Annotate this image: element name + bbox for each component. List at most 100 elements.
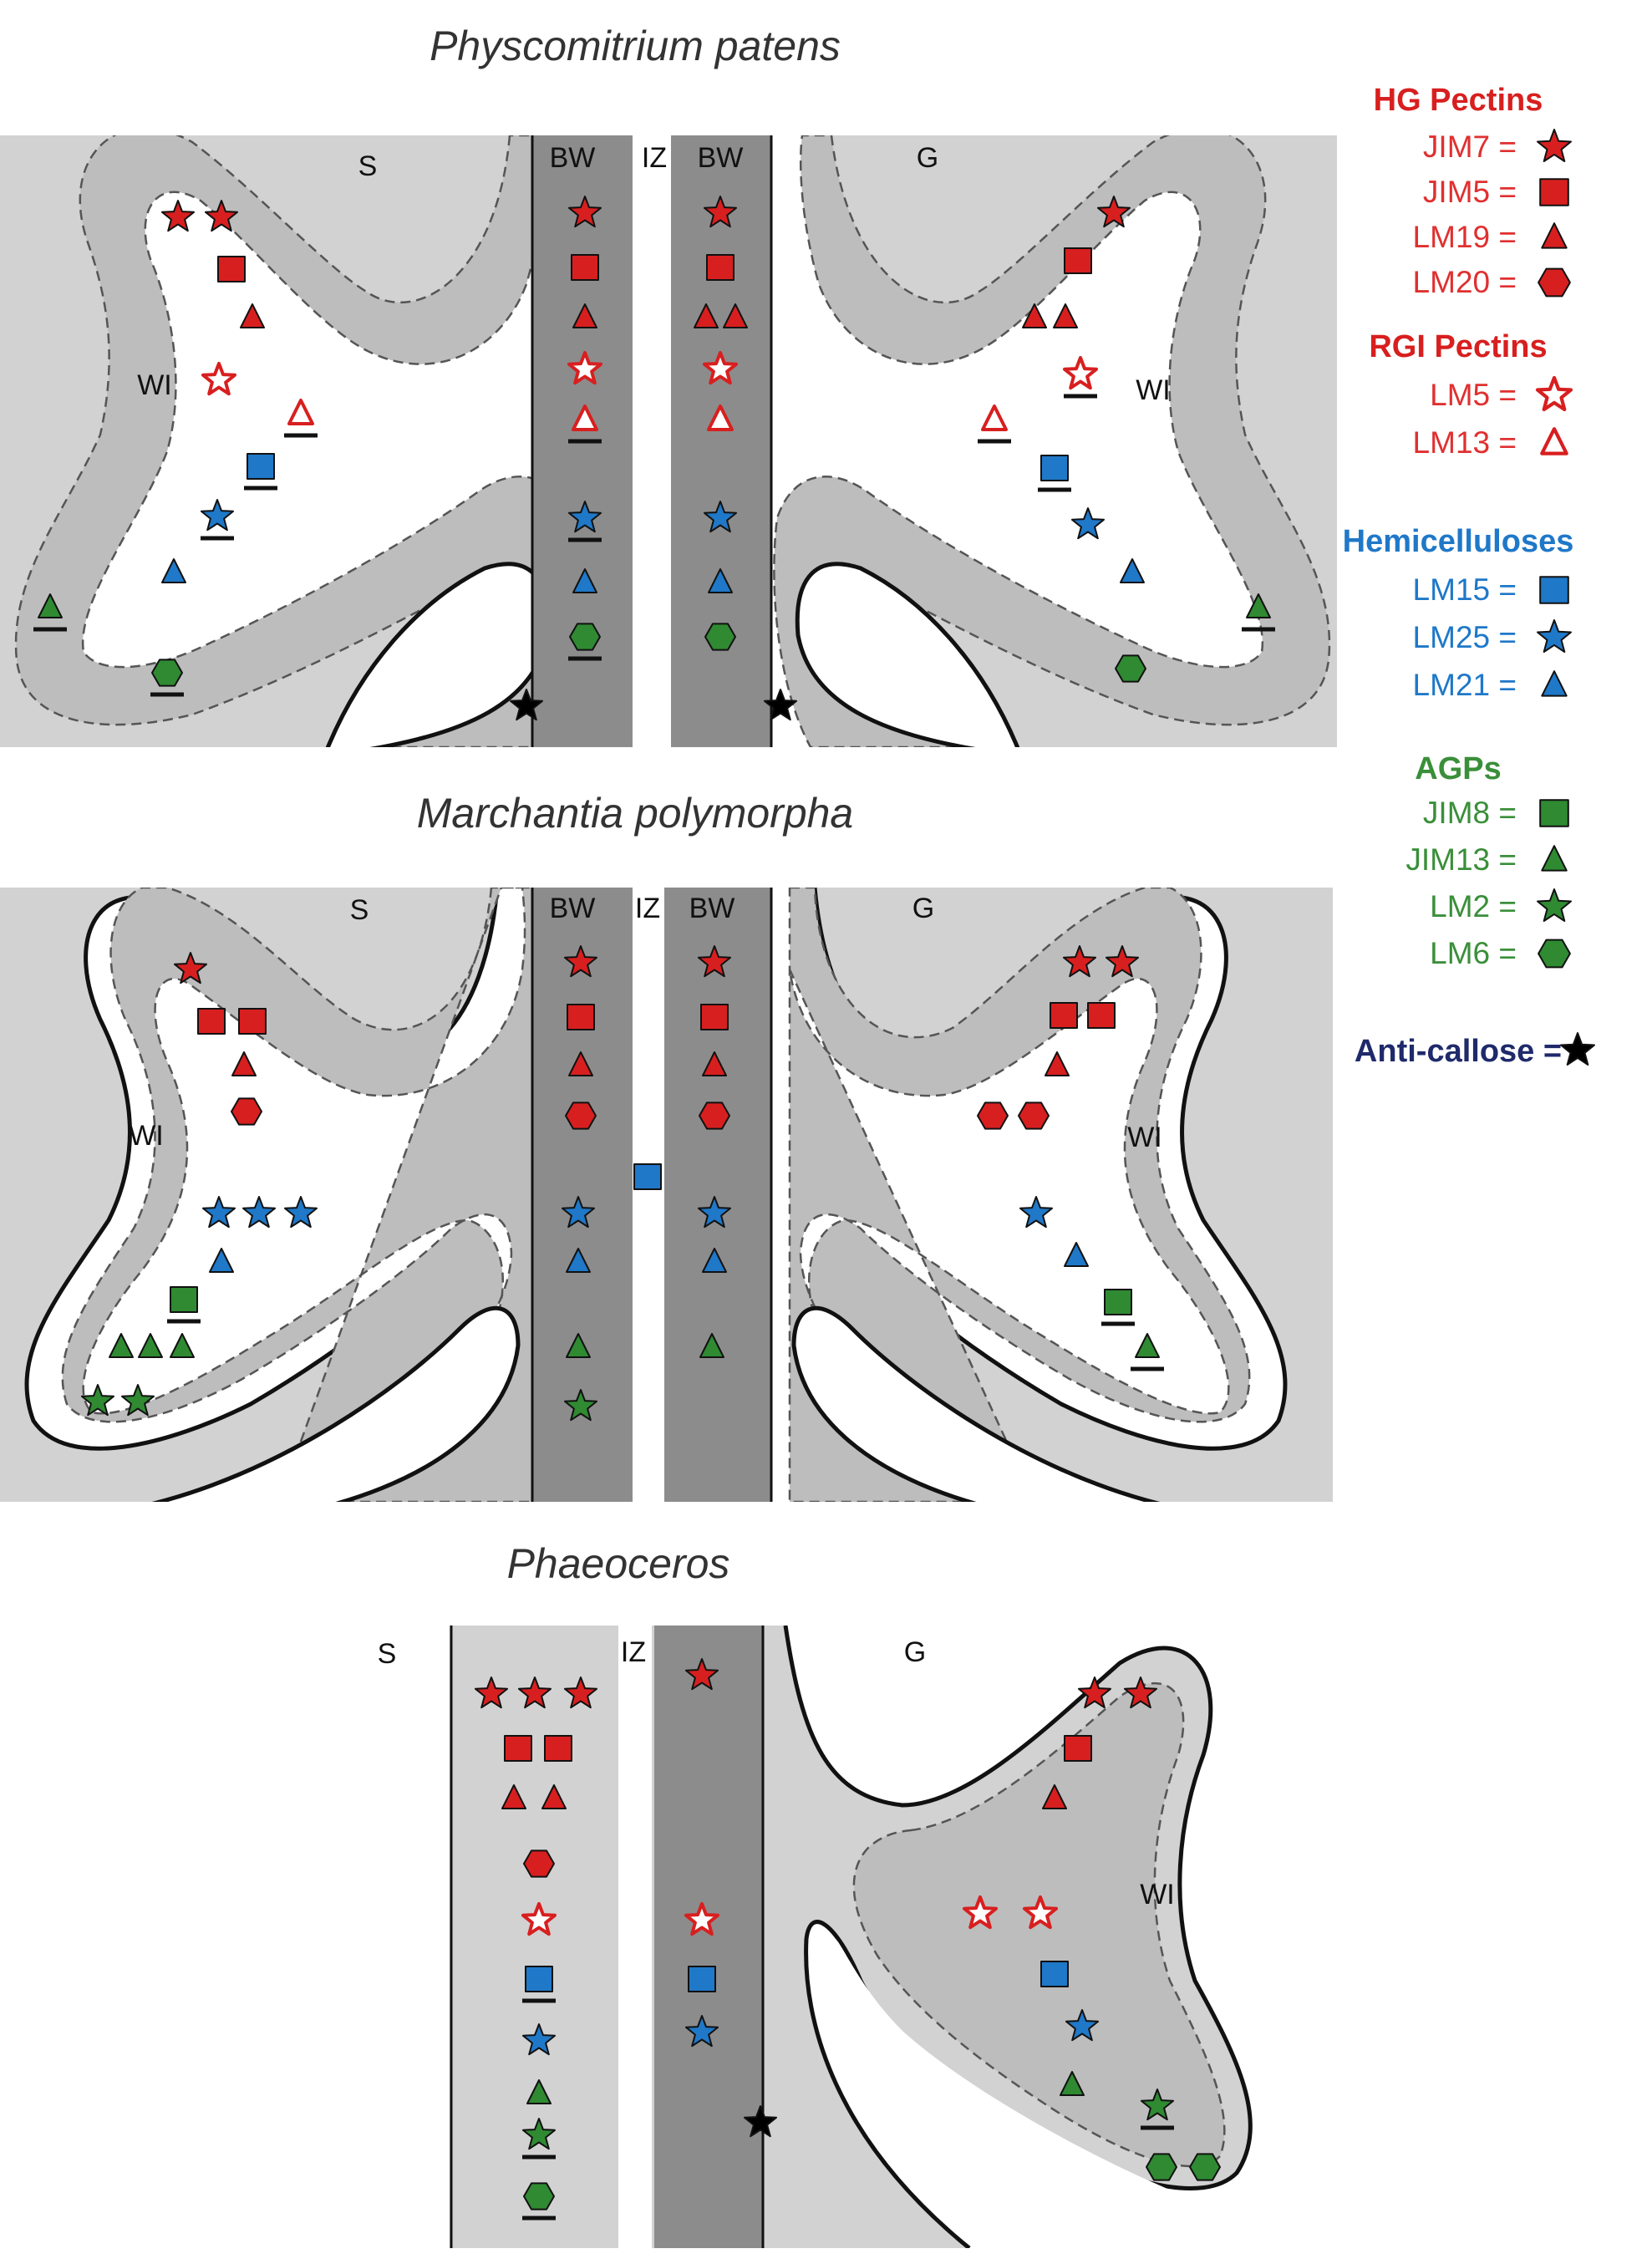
blue-triangle-marker <box>1064 1242 1089 1267</box>
red-square-marker <box>706 254 735 281</box>
blue-star-marker <box>1071 507 1105 540</box>
blue-star-marker <box>685 2015 719 2048</box>
green-triangle-marker <box>566 1333 591 1358</box>
blue-star-marker <box>704 501 737 533</box>
legend-heading: RGI Pectins <box>1369 329 1547 364</box>
blue-star-marker <box>1065 2009 1099 2042</box>
legend-item-label: LM2 = <box>1430 889 1517 923</box>
blue-star-marker <box>562 1196 595 1229</box>
blue-star-marker <box>284 1196 318 1229</box>
red-square-marker <box>1064 1735 1092 1762</box>
legend-item-label: LM25 = <box>1413 620 1517 654</box>
red-star-marker <box>698 945 731 978</box>
red-triangle-marker <box>723 303 748 328</box>
red-square-marker <box>504 1735 532 1762</box>
right-cell <box>664 888 1333 1502</box>
label-s: S <box>378 1638 397 1670</box>
legend-heading: AGPs <box>1415 751 1501 786</box>
red-star-marker <box>174 952 207 984</box>
green-star-marker <box>564 1389 597 1422</box>
red-hexagon-marker <box>231 1097 262 1126</box>
red-triangle-marker <box>572 303 597 328</box>
label-bw-left: BW <box>550 142 596 174</box>
legend-square-icon <box>1539 576 1569 604</box>
red-hexagon-marker <box>565 1101 597 1130</box>
green-hexagon-marker <box>1146 2153 1177 2181</box>
red-star-marker <box>684 1902 719 1936</box>
red-square-marker <box>238 1008 267 1035</box>
red-star-marker <box>1124 1676 1157 1709</box>
right-cell <box>652 1626 1295 2248</box>
green-triangle-marker <box>33 593 67 632</box>
red-triangle-marker <box>240 303 265 328</box>
red-star-marker <box>685 1658 719 1691</box>
legend-item-label: JIM13 = <box>1405 842 1517 877</box>
red-square-marker <box>217 256 246 282</box>
label-iz: IZ <box>642 142 667 174</box>
red-star-marker <box>475 1676 508 1709</box>
label-bw-left: BW <box>550 893 596 924</box>
red-square-marker <box>700 1004 729 1030</box>
red-hexagon-marker <box>1018 1101 1050 1130</box>
label-g: G <box>904 1636 926 1668</box>
green-star-marker <box>121 1384 155 1417</box>
red-square-marker <box>1064 247 1092 274</box>
blue-star-marker <box>522 2023 556 2056</box>
green-star-marker <box>1141 2088 1174 2130</box>
red-triangle-marker <box>978 404 1011 444</box>
red-hexagon-marker <box>523 1849 555 1878</box>
red-triangle-marker <box>1045 1051 1070 1076</box>
label-wi-left: WI <box>137 369 172 401</box>
red-star-marker <box>521 1902 557 1936</box>
red-triangle-marker <box>501 1784 526 1809</box>
red-triangle-marker <box>1042 1784 1067 1809</box>
label-iz: IZ <box>621 1636 646 1668</box>
left-cell <box>450 1626 618 2248</box>
legend-item-label: LM19 = <box>1413 220 1517 254</box>
green-triangle-marker <box>138 1333 163 1358</box>
green-triangle-marker <box>1242 593 1275 632</box>
red-square-marker <box>571 254 599 281</box>
legend-star-icon <box>1537 619 1572 653</box>
legend-heading: HG Pectins <box>1374 83 1543 118</box>
panel-physcomitrium: Physcomitrium patens S G WI WI BW <box>0 23 1337 747</box>
red-triangle-marker <box>541 1784 567 1809</box>
red-star-marker <box>201 362 236 396</box>
red-star-marker <box>205 200 238 232</box>
red-square-marker <box>1087 1002 1116 1029</box>
red-square-marker <box>197 1008 226 1035</box>
blue-triangle-marker <box>572 568 597 593</box>
legend-hexagon-icon <box>1538 267 1571 298</box>
red-star-marker <box>1078 1676 1111 1709</box>
red-triangle-marker <box>702 1051 727 1076</box>
red-triangle-marker <box>568 404 602 444</box>
blue-triangle-marker <box>209 1248 234 1273</box>
blue-triangle-marker <box>702 1248 727 1273</box>
legend-heading: Anti-callose = <box>1355 1034 1562 1069</box>
blue-square-marker <box>688 1966 716 1992</box>
blue-star-marker <box>568 501 602 542</box>
legend-star-icon <box>1535 375 1573 412</box>
panel-phaeoceros: Phaeoceros S G WI IZ <box>378 1540 1295 2248</box>
label-bw-right: BW <box>689 893 735 924</box>
left-cell <box>0 888 635 1502</box>
panel-title: Phaeoceros <box>507 1540 730 1587</box>
legend-heading: Hemicelluloses <box>1343 524 1574 559</box>
legend-star-icon <box>1537 888 1572 922</box>
legend-item-label: LM20 = <box>1413 265 1517 299</box>
red-star-marker <box>703 351 738 385</box>
blue-triangle-marker <box>708 568 733 593</box>
green-triangle-marker <box>170 1333 195 1358</box>
legend-hexagon-icon <box>1538 939 1571 969</box>
blue-triangle-marker <box>566 1248 591 1273</box>
red-star-marker <box>568 196 602 228</box>
blue-triangle-marker <box>1120 558 1145 583</box>
blue-square-marker <box>1040 1961 1069 1987</box>
red-star-marker <box>1106 945 1139 978</box>
blue-square-marker <box>1038 455 1071 492</box>
red-star-marker <box>1063 945 1096 978</box>
red-star-marker <box>704 196 737 228</box>
blue-square-marker <box>244 453 277 491</box>
panel1-markers <box>33 196 1275 721</box>
blue-star-marker <box>201 499 234 541</box>
